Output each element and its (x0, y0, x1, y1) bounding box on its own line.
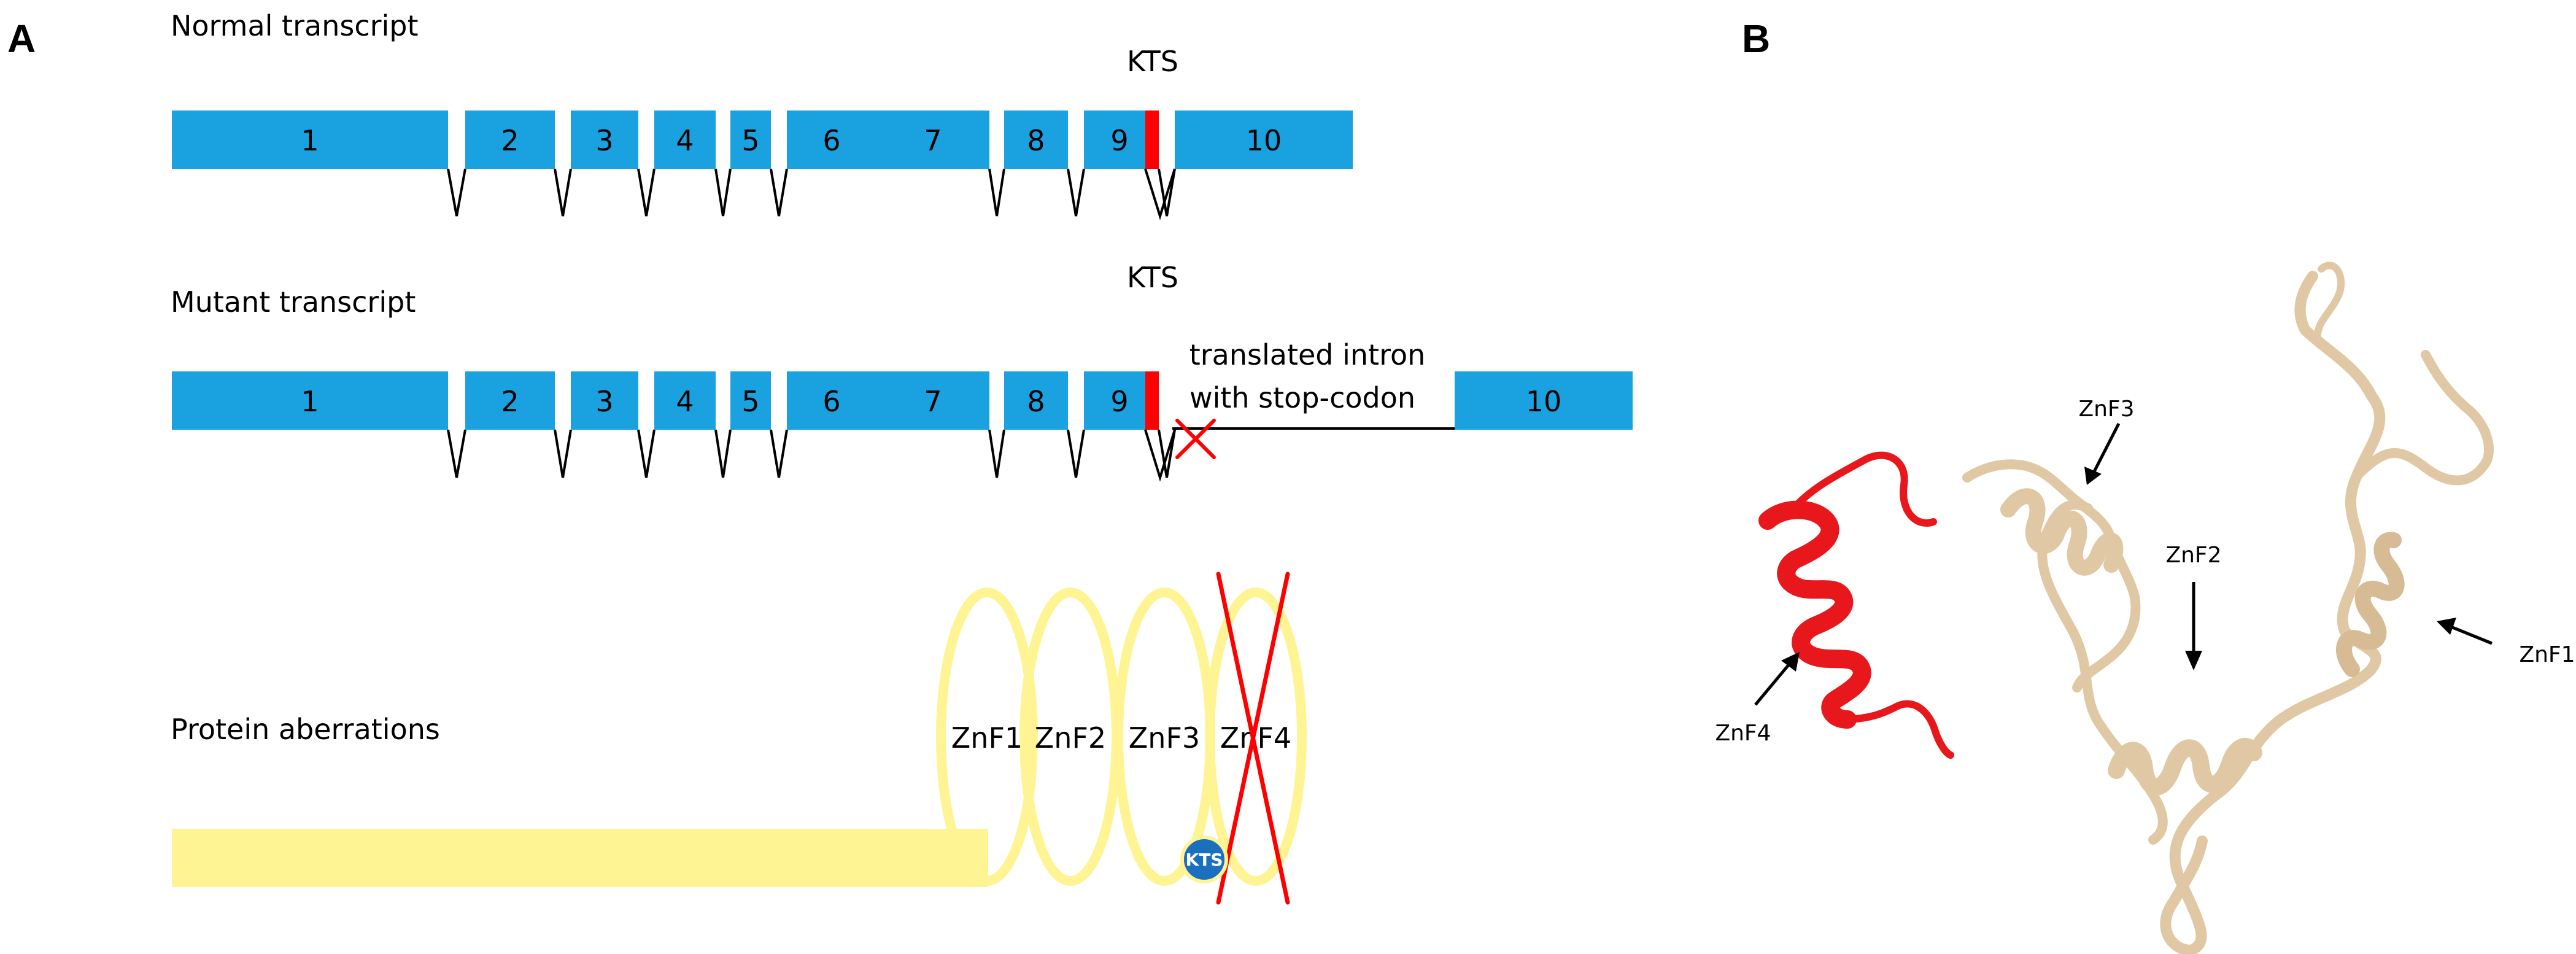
normal-transcript-title: Normal transcript (171, 9, 419, 42)
helix-znf2 (2108, 738, 2262, 796)
mutant-kts-label: KTS (1127, 261, 1178, 294)
normal-exons (172, 111, 1353, 169)
intron-label-line2: with stop-codon (1189, 381, 1415, 414)
normal-exon-8-number: 8 (1027, 124, 1045, 157)
mutant-kts-segment (1145, 371, 1159, 430)
protein-structure (1758, 262, 2494, 954)
normal-exon-10-number: 10 (1246, 124, 1282, 157)
mutant-transcript: Mutant transcript KTS 1 2 3 4 5 6 7 8 9 (171, 261, 1633, 482)
normal-exon-3 (571, 111, 638, 169)
mutant-exon-3-number: 3 (595, 385, 613, 418)
mutant-exons (172, 371, 1633, 430)
structure-coil-znf1-region (2352, 350, 2494, 486)
normal-exon-5 (730, 111, 771, 169)
mutant-exon-2-number: 2 (501, 385, 519, 418)
normal-exon-numbers: 1 2 3 4 5 6 7 8 9 10 (301, 124, 1282, 157)
mutant-exon-7-number: 7 (924, 385, 942, 418)
normal-exon-1-number: 1 (301, 124, 319, 157)
normal-exon-6-number: 6 (822, 124, 840, 157)
mutant-transcript-title: Mutant transcript (171, 285, 416, 319)
zinc-finger-1-label: ZnF1 (951, 721, 1023, 754)
zinc-finger-4-cross-icon (1216, 572, 1290, 905)
structure-coil-right (2313, 262, 2345, 345)
intron-label-line1: translated intron (1189, 338, 1426, 371)
normal-exon-4 (654, 111, 716, 169)
mutant-exon-numbers: 1 2 3 4 5 6 7 8 9 10 (301, 385, 1561, 418)
kts-badge-circle (1180, 836, 1228, 883)
panel-a-letter: A (7, 17, 36, 61)
znf3-label: ZnF3 (2078, 397, 2134, 422)
normal-exon-6 (787, 111, 876, 169)
normal-exon-2 (465, 111, 555, 169)
mutant-exon-6-number: 6 (822, 385, 840, 418)
mutant-exon-5 (730, 371, 771, 430)
mutant-exon-4 (654, 371, 716, 430)
mutant-exon-9-number: 9 (1110, 385, 1128, 418)
mutant-exon-4-number: 4 (676, 385, 694, 418)
structure-coil (2160, 271, 2386, 954)
mutant-splice-junctions (447, 429, 1176, 482)
protein-title: Protein aberrations (171, 713, 440, 746)
kts-badge-label: KTS (1186, 850, 1223, 870)
normal-kts-label: KTS (1127, 45, 1178, 78)
normal-exon-7 (876, 111, 989, 169)
mutant-exon-1 (172, 371, 448, 430)
mutant-exon-1-number: 1 (301, 385, 319, 418)
helix-znf4-red-tail (1844, 700, 1954, 759)
znf4-arrowhead-icon (1781, 652, 1800, 672)
helix-znf4-red-link (1795, 451, 1937, 527)
normal-exon-10 (1175, 111, 1353, 169)
helix-znf4-red (1758, 500, 1871, 729)
znf2-arrowhead-icon (2185, 651, 2202, 670)
normal-exon-2-number: 2 (501, 124, 519, 157)
normal-exon-9 (1084, 111, 1145, 169)
protein-backbone (172, 829, 988, 887)
znf3-arrowhead-icon (2084, 467, 2102, 485)
normal-kts-segment (1145, 111, 1159, 169)
normal-splice-junctions (447, 168, 1176, 220)
structure-coil-top (1962, 459, 2141, 692)
mutant-exon-7 (876, 371, 989, 430)
mutant-exon-10 (1455, 371, 1633, 430)
normal-exon-4-number: 4 (676, 124, 694, 157)
panel-b-annotations: ZnF3 ZnF2 ZnF1 ZnF4 (1715, 397, 2575, 746)
normal-exon-5-number: 5 (741, 124, 759, 157)
normal-transcript: Normal transcript KTS 1 (171, 9, 1353, 220)
znf1-label: ZnF1 (2519, 642, 2575, 667)
znf2-label: ZnF2 (2165, 543, 2221, 568)
znf4-label: ZnF4 (1715, 721, 1771, 746)
zinc-finger-1-loop (936, 588, 1038, 886)
znf4-arrow-line (1754, 659, 1793, 706)
zinc-finger-4-loop (1205, 588, 1307, 886)
mutant-exon-10-number: 10 (1526, 385, 1562, 418)
normal-exon-9-number: 9 (1110, 124, 1128, 157)
zinc-finger-2-label: ZnF2 (1035, 721, 1106, 754)
mutant-exon-8 (1004, 371, 1068, 430)
znf1-arrowhead-icon (2437, 618, 2456, 635)
mutant-exon-5-number: 5 (741, 385, 759, 418)
mutant-exon-6 (787, 371, 876, 430)
mutant-exon-3 (571, 371, 638, 430)
normal-exon-7-number: 7 (924, 124, 942, 157)
helix-znf3 (2000, 488, 2124, 576)
mutant-exon-9 (1084, 371, 1145, 430)
zinc-finger-3-label: ZnF3 (1129, 721, 1200, 754)
protein-aberrations: Protein aberrations ZnF1 ZnF2 ZnF3 ZnF4 … (171, 572, 1307, 905)
normal-exon-8 (1004, 111, 1068, 169)
znf1-arrow-line (2446, 623, 2493, 645)
normal-exon-3-number: 3 (595, 124, 613, 157)
helix-znf1 (2336, 532, 2405, 677)
kts-badge: KTS (1180, 836, 1228, 883)
znf3-arrow-line (2090, 422, 2121, 478)
mutant-exon-2 (465, 371, 555, 430)
normal-exon-1 (172, 111, 448, 169)
blocked-splice-x-icon (1175, 419, 1216, 459)
panel-b-letter: B (1742, 17, 1770, 61)
mutant-exon-8-number: 8 (1027, 385, 1045, 418)
